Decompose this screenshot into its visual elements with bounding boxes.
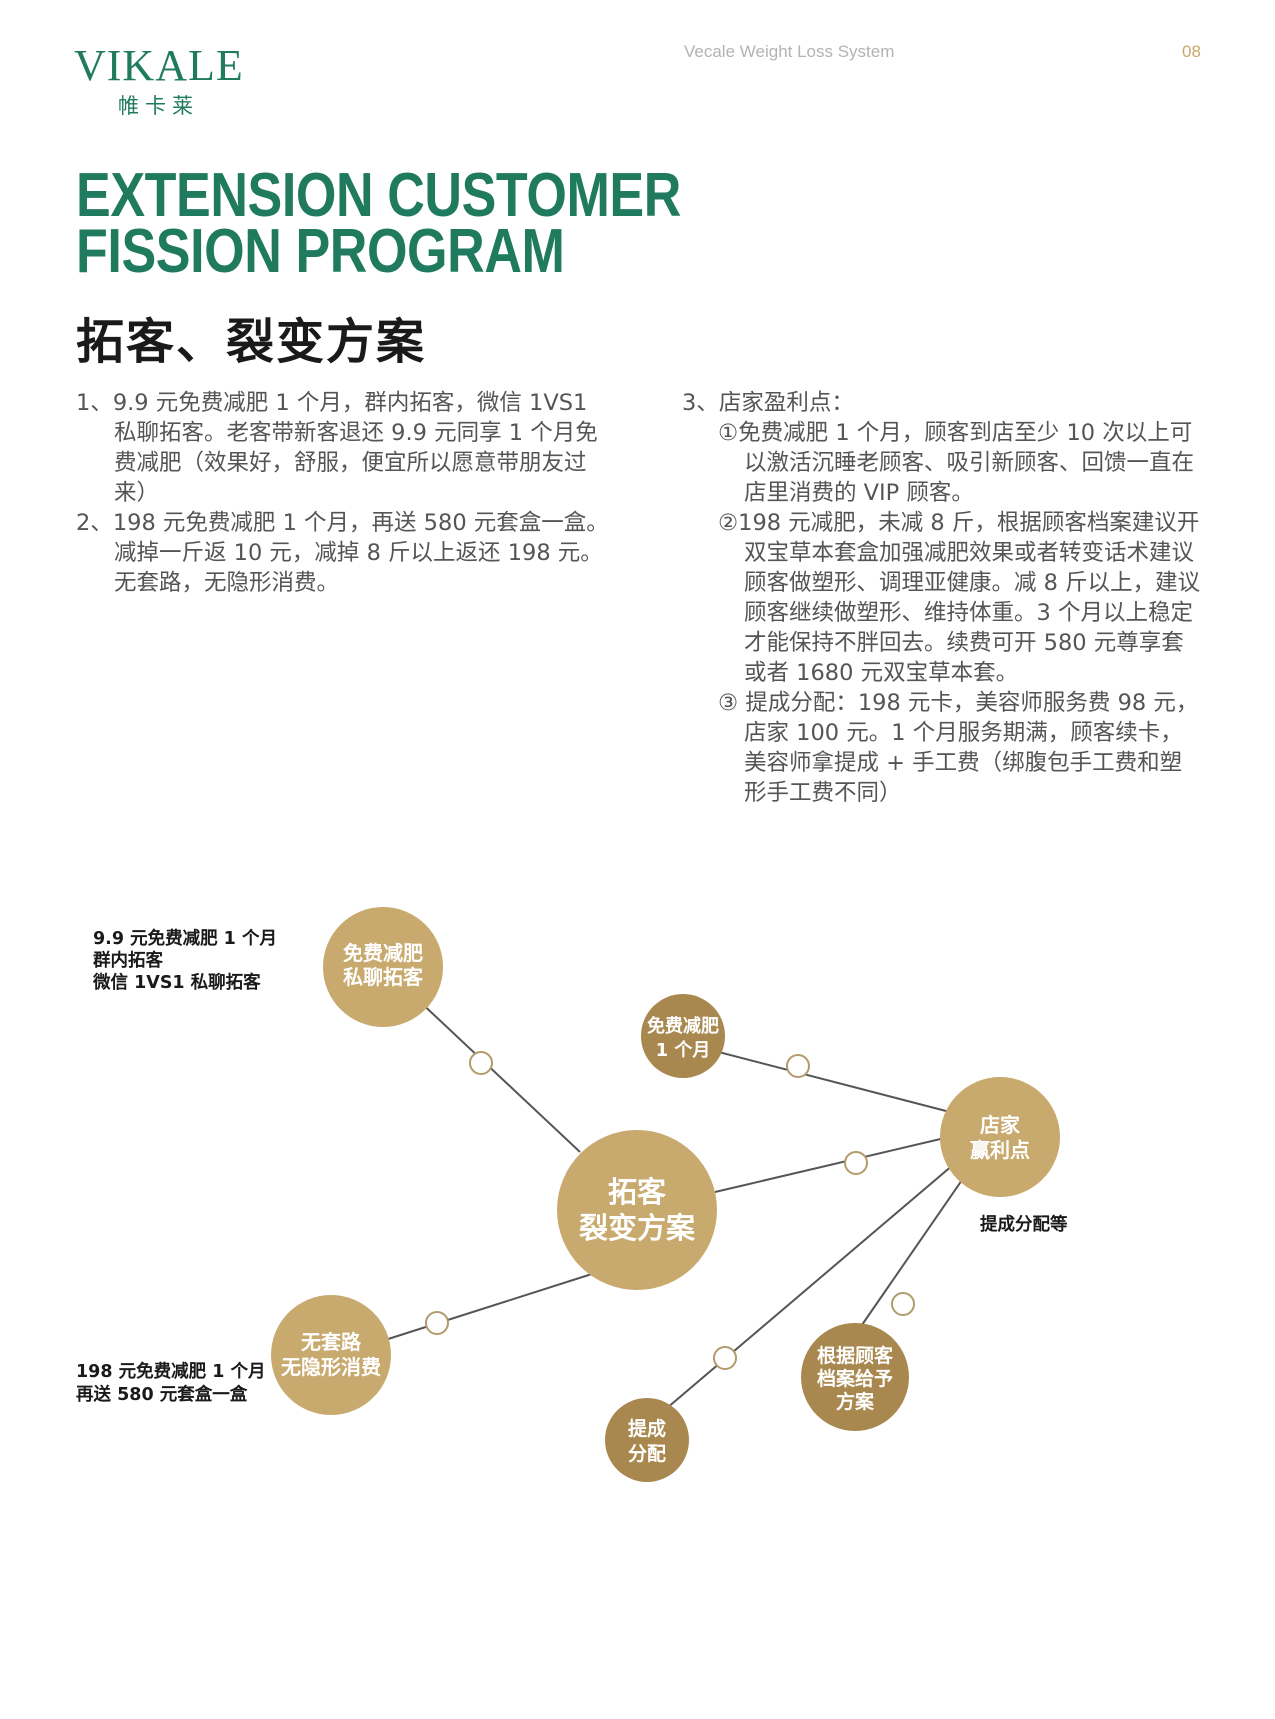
title-en-line2: FISSION PROGRAM (76, 217, 565, 286)
note-top-left: 9.9 元免费减肥 1 个月 群内拓客 微信 1VS1 私聊拓客 (92, 928, 277, 993)
connector-dot (713, 1346, 737, 1370)
node-archive-line2: 档案给予 (817, 1367, 893, 1390)
list-item-2: 2、198 元免费减肥 1 个月，再送 580 元套盒一盒。减掉一斤返 10 元… (76, 510, 609, 596)
node-center: 拓客 裂变方案 (557, 1130, 717, 1290)
node-archive: 根据顾客 档案给予 方案 (801, 1323, 909, 1431)
note-bottom-left-line1: 198 元免费减肥 1 个月 (76, 1361, 265, 1382)
fission-diagram: 免费减肥 私聊拓客 免费减肥 1 个月 拓客 裂变方案 店家 赢利点 无套路 无… (76, 907, 1068, 1482)
note-top-left-line3: 微信 1VS1 私聊拓客 (92, 972, 261, 993)
node-profit-line2: 赢利点 (970, 1138, 1030, 1162)
right-column: 3、店家盈利点： ①免费减肥 1 个月，顾客到店至少 10 次以上可以激活沉睡老… (682, 388, 1202, 808)
note-bottom-left-line2: 再送 580 元套盒一盒 (76, 1384, 248, 1405)
page-title-cn: 拓客、裂变方案 (76, 314, 427, 370)
brand-logo: VIKALE 帷卡莱 (74, 44, 244, 120)
node-commission-line2: 分配 (628, 1443, 666, 1465)
node-no-trick-line2: 无隐形消费 (281, 1355, 381, 1379)
connector-dot (891, 1292, 915, 1316)
node-commission: 提成 分配 (605, 1398, 689, 1482)
node-free-month-line1: 免费减肥 (647, 1015, 719, 1037)
profit-point-2: ②198 元减肥，未减 8 斤，根据顾客档案建议开双宝草本套盒加强减肥效果或者转… (718, 510, 1201, 686)
note-top-left-line2: 群内拓客 (93, 950, 163, 971)
node-no-trick-line1: 无套路 (301, 1330, 362, 1354)
node-archive-line3: 方案 (836, 1390, 875, 1413)
header-tagline: Vecale Weight Loss System (684, 42, 895, 61)
profit-point-3: ③ 提成分配：198 元卡，美容师服务费 98 元，店家 100 元。1 个月服… (718, 690, 1199, 806)
node-no-trick: 无套路 无隐形消费 (271, 1295, 391, 1415)
title-en-line1: EXTENSION CUSTOMER (76, 161, 681, 230)
node-profit-line1: 店家 (980, 1113, 1021, 1137)
note-right: 提成分配等 (980, 1214, 1068, 1235)
logo-text-en: VIKALE (74, 41, 244, 90)
node-center-line2: 裂变方案 (579, 1211, 696, 1245)
node-commission-line1: 提成 (628, 1417, 666, 1440)
node-profit: 店家 赢利点 (940, 1077, 1060, 1197)
left-column: 1、9.9 元免费减肥 1 个月，群内拓客，微信 1VS1 私聊拓客。老客带新客… (76, 388, 616, 598)
link-profit-commission (646, 1124, 1001, 1426)
connector-dot (469, 1051, 493, 1075)
connector-dot (425, 1311, 449, 1335)
node-free-private-line1: 免费减肥 (343, 941, 423, 965)
page-title-en: EXTENSION CUSTOMER FISSION PROGRAM (76, 161, 681, 286)
logo-text-cn: 帷卡莱 (118, 94, 199, 118)
link-center-no-trick (384, 1272, 596, 1341)
node-center-line1: 拓客 (608, 1175, 667, 1209)
node-archive-line1: 根据顾客 (817, 1344, 894, 1367)
node-free-month-line2: 1 个月 (656, 1039, 711, 1061)
node-free-month: 免费减肥 1 个月 (641, 994, 725, 1078)
node-free-private-line2: 私聊拓客 (343, 965, 424, 989)
list-item-1: 1、9.9 元免费减肥 1 个月，群内拓客，微信 1VS1 私聊拓客。老客带新客… (76, 390, 598, 506)
node-free-private: 免费减肥 私聊拓客 (323, 907, 443, 1027)
note-bottom-left: 198 元免费减肥 1 个月 再送 580 元套盒一盒 (76, 1361, 265, 1405)
note-top-left-line1: 9.9 元免费减肥 1 个月 (93, 928, 277, 949)
profit-point-1: ①免费减肥 1 个月，顾客到店至少 10 次以上可以激活沉睡老顾客、吸引新顾客、… (718, 420, 1195, 506)
page-number: 08 (1182, 42, 1201, 61)
connector-dot (786, 1054, 810, 1078)
connector-dot (844, 1151, 868, 1175)
connector-dots (425, 1051, 915, 1370)
profit-heading: 3、店家盈利点： (682, 390, 854, 416)
